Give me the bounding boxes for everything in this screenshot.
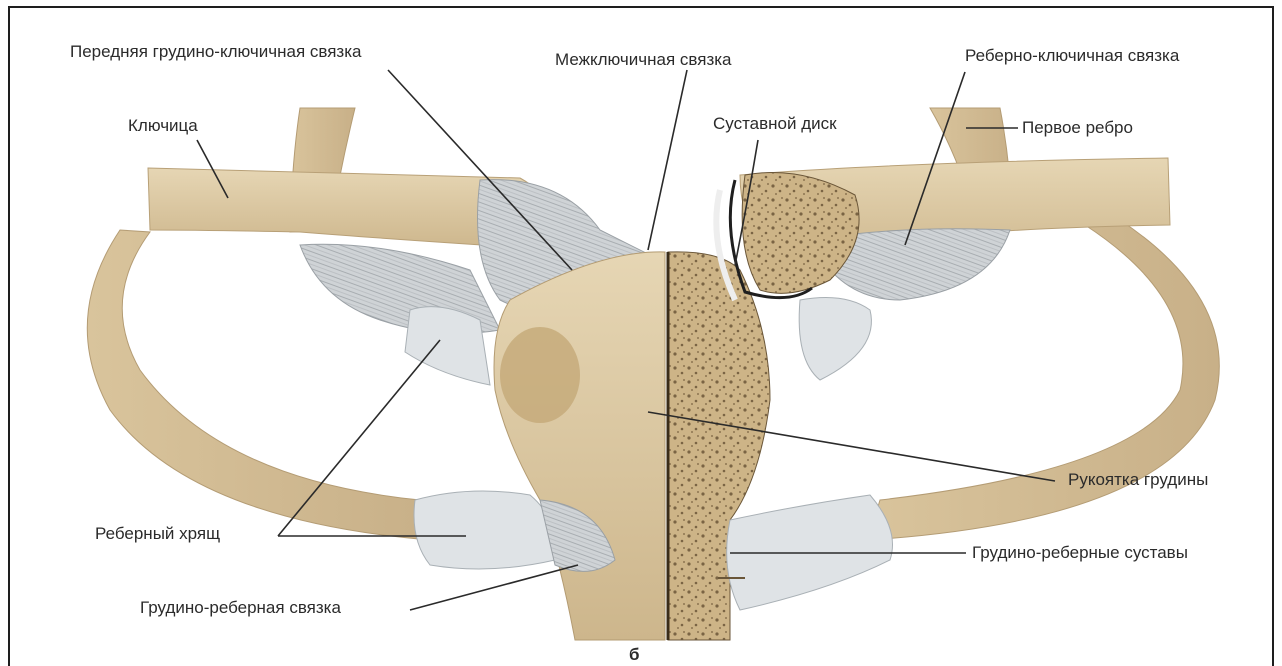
- costal-cartilage-upper-right: [799, 298, 871, 380]
- label-first-rib: Первое ребро: [1022, 118, 1133, 138]
- label-articular-disc: Суставной диск: [713, 114, 837, 134]
- label-sternocostal-joints: Грудино-реберные суставы: [972, 543, 1188, 563]
- label-anterior-sternoclavicular-ligament: Передняя грудино-ключичная связка: [70, 42, 361, 62]
- label-costal-cartilage: Реберный хрящ: [95, 524, 220, 544]
- manubrium: [494, 252, 770, 640]
- costal-cartilage-upper-left: [405, 307, 490, 385]
- label-costoclavicular-ligament: Реберно-ключичная связка: [965, 46, 1179, 66]
- label-clavicle: Ключица: [128, 116, 198, 136]
- label-manubrium: Рукоятка грудины: [1068, 470, 1208, 490]
- label-interclavicular-ligament: Межключичная связка: [555, 50, 732, 70]
- label-sternocostal-ligament: Грудино-реберная связка: [140, 598, 341, 618]
- figure-letter: б: [629, 645, 640, 665]
